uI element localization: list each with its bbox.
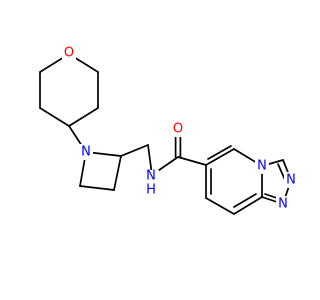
atom-o-carbonyl: O [171,121,185,137]
atom-n-bridgehead: N [255,158,269,174]
oxane-ring [39,53,99,127]
atom-o-carbonyl-label: O [173,122,183,137]
atom-n-bridgehead-label: N [257,159,267,174]
atom-n-azetidine-label: N [81,145,91,160]
atom-h-amide-label: H [146,183,156,198]
atom-n-triazole-1: N [284,172,298,188]
bond [277,163,286,181]
pyridine-ring [205,145,263,215]
bond [113,155,122,191]
bond [205,197,235,215]
atom-n-amide-label: N [146,169,156,184]
atom-n-azetidine: N [79,144,93,160]
bond [205,148,235,166]
atom-o-pyran-label: O [64,46,74,61]
atom-n-triazole-1-label: N [286,173,296,188]
bond [39,107,70,127]
bond [79,185,115,191]
bond [233,196,263,215]
atom-o-pyran: O [62,45,76,61]
bond [177,156,207,166]
molecule-structure: O N O N H N N N [39,45,298,215]
bond [120,144,149,157]
atom-nh-amide: N H [144,169,159,198]
bond [68,107,99,127]
atom-n-triazole-2: N [276,196,290,212]
bond [233,193,257,208]
bond [207,145,232,160]
atom-n-triazole-2-label: N [278,197,288,212]
